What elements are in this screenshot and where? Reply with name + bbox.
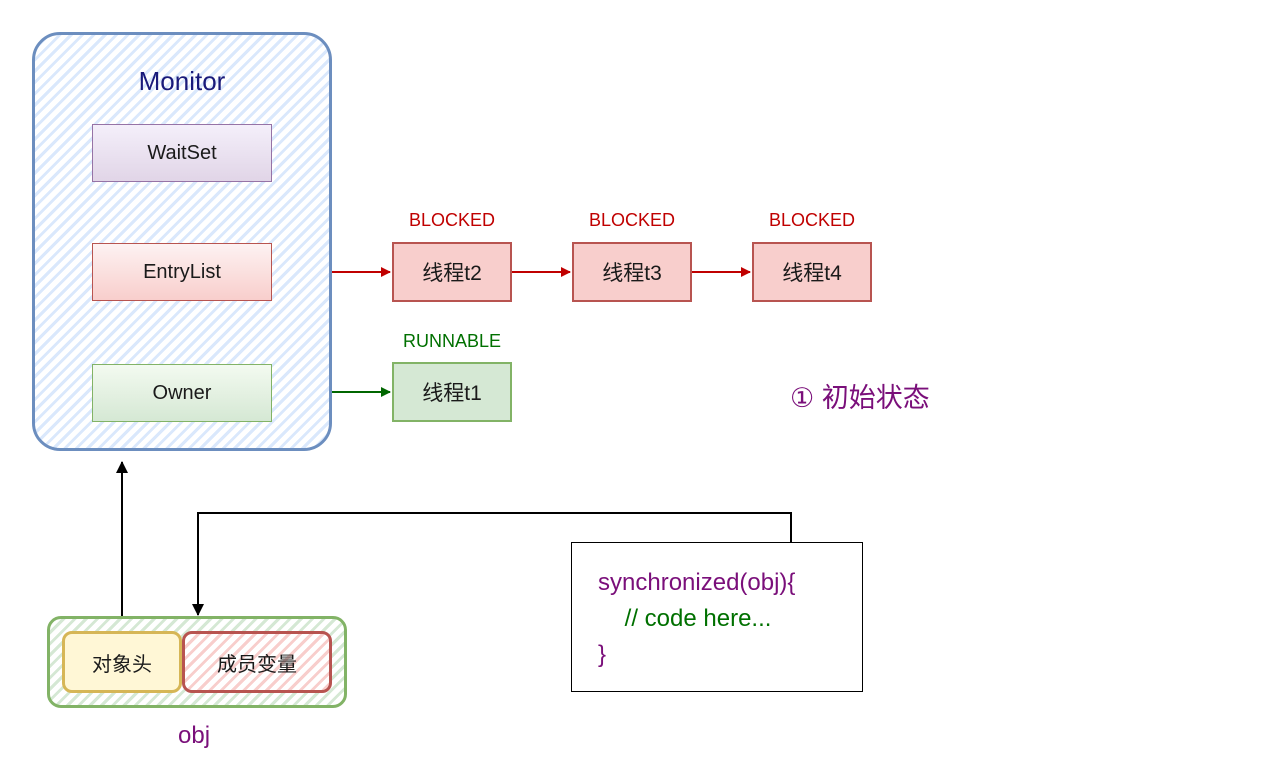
state-label-t1: RUNNABLE (402, 331, 502, 351)
state-label-t2: BLOCKED (408, 210, 496, 230)
code-box: synchronized(obj){ // code here... } (571, 542, 863, 692)
thread-t4-box: 线程t4 (752, 242, 872, 302)
state-label-t3: BLOCKED (588, 210, 676, 230)
waitset-slot: WaitSet (92, 124, 272, 182)
owner-slot: Owner (92, 364, 272, 422)
code-line-2: // code here... (598, 605, 772, 632)
state-label-t4: BLOCKED (768, 210, 856, 230)
object-name-label: obj (178, 722, 211, 749)
arrow-code-to-obj (192, 512, 792, 616)
monitor-title: Monitor (138, 66, 226, 96)
thread-t2-box: 线程t2 (392, 242, 512, 302)
thread-t3-box: 线程t3 (572, 242, 692, 302)
thread-t1-box: 线程t1 (392, 362, 512, 422)
object-header-box: 对象头 (62, 631, 182, 693)
object-fields-box: 成员变量 (182, 631, 332, 693)
step-note: ① 初始状态 (790, 383, 930, 413)
code-line-1: synchronized(obj){ (598, 569, 796, 596)
code-line-3: } (598, 641, 607, 668)
entrylist-slot: EntryList (92, 243, 272, 301)
